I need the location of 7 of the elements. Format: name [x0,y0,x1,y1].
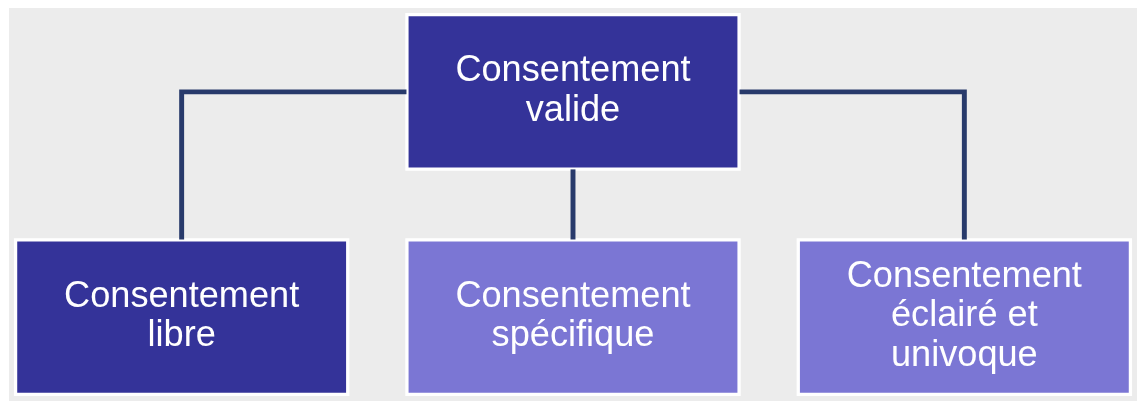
connector [570,169,575,240]
connector [178,89,406,240]
node-box: Consentement libre [13,238,349,397]
node-box: Consentement valide [404,12,741,171]
node-box: Consentement éclairé et univoque [796,238,1132,397]
node-box: Consentement spécifique [404,238,741,397]
connector [739,89,967,240]
